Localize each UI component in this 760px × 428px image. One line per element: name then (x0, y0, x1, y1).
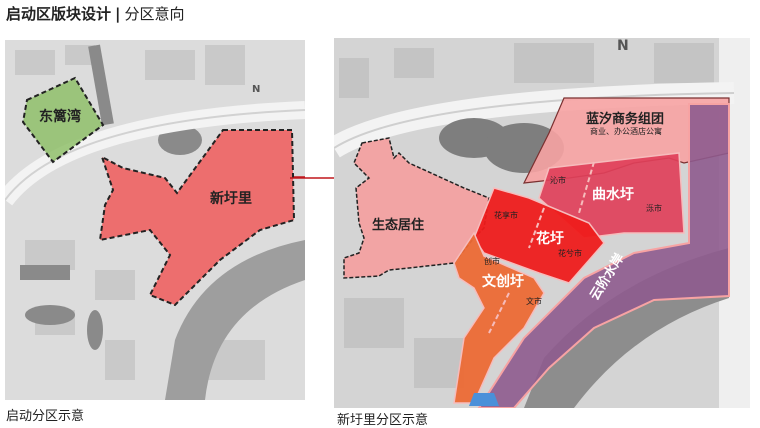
label-lanxi: 蓝汐商务组团 (586, 112, 665, 127)
zone-small-blue (469, 393, 499, 406)
label-chuangshi: 创市 (484, 257, 500, 266)
left-map: 东篱湾 新圩里 N (5, 40, 305, 400)
label-wenshi: 文市 (526, 297, 542, 306)
label-lanxi-sub: 商业、办公酒店公寓 (590, 127, 662, 136)
zone-yunjie[interactable] (477, 103, 730, 408)
right-map: N 蓝汐商务组团 商业、办公酒店公寓 沁市 曲水圩 泺市 生态居住 花享市 花圩… (334, 38, 750, 408)
label-wenchuang: 文创圩 (482, 274, 524, 290)
left-map-caption: 启动分区示意 (6, 409, 85, 424)
north-arrow-icon: N (617, 38, 629, 54)
label-qinshi: 沁市 (550, 176, 566, 185)
page-title: 启动区版块设计|分区意向 (6, 3, 185, 25)
zone-xinxuli[interactable] (98, 129, 296, 307)
label-huaxiangshi: 花享市 (494, 211, 518, 220)
label-huaxu: 花圩 (536, 231, 564, 247)
title-sub: 分区意向 (124, 5, 185, 23)
label-luoshi: 泺市 (646, 204, 662, 213)
left-map-base (5, 40, 305, 400)
title-separator: | (115, 5, 121, 23)
zone-donglianwan[interactable] (21, 76, 105, 164)
zone-shengtai[interactable] (343, 137, 490, 279)
label-shengtai: 生态居住 (372, 218, 425, 233)
right-map-base (334, 38, 750, 408)
right-map-caption: 新圩里分区示意 (337, 413, 429, 428)
label-qushui: 曲水圩 (592, 187, 634, 203)
title-main: 启动区版块设计 (6, 5, 112, 23)
north-arrow-icon: N (252, 84, 261, 95)
label-xinxuli: 新圩里 (210, 191, 252, 207)
label-donglianwan: 东篱湾 (39, 109, 81, 125)
zone-wenchuang[interactable] (453, 231, 545, 404)
label-huaxishi: 花兮市 (558, 249, 582, 258)
